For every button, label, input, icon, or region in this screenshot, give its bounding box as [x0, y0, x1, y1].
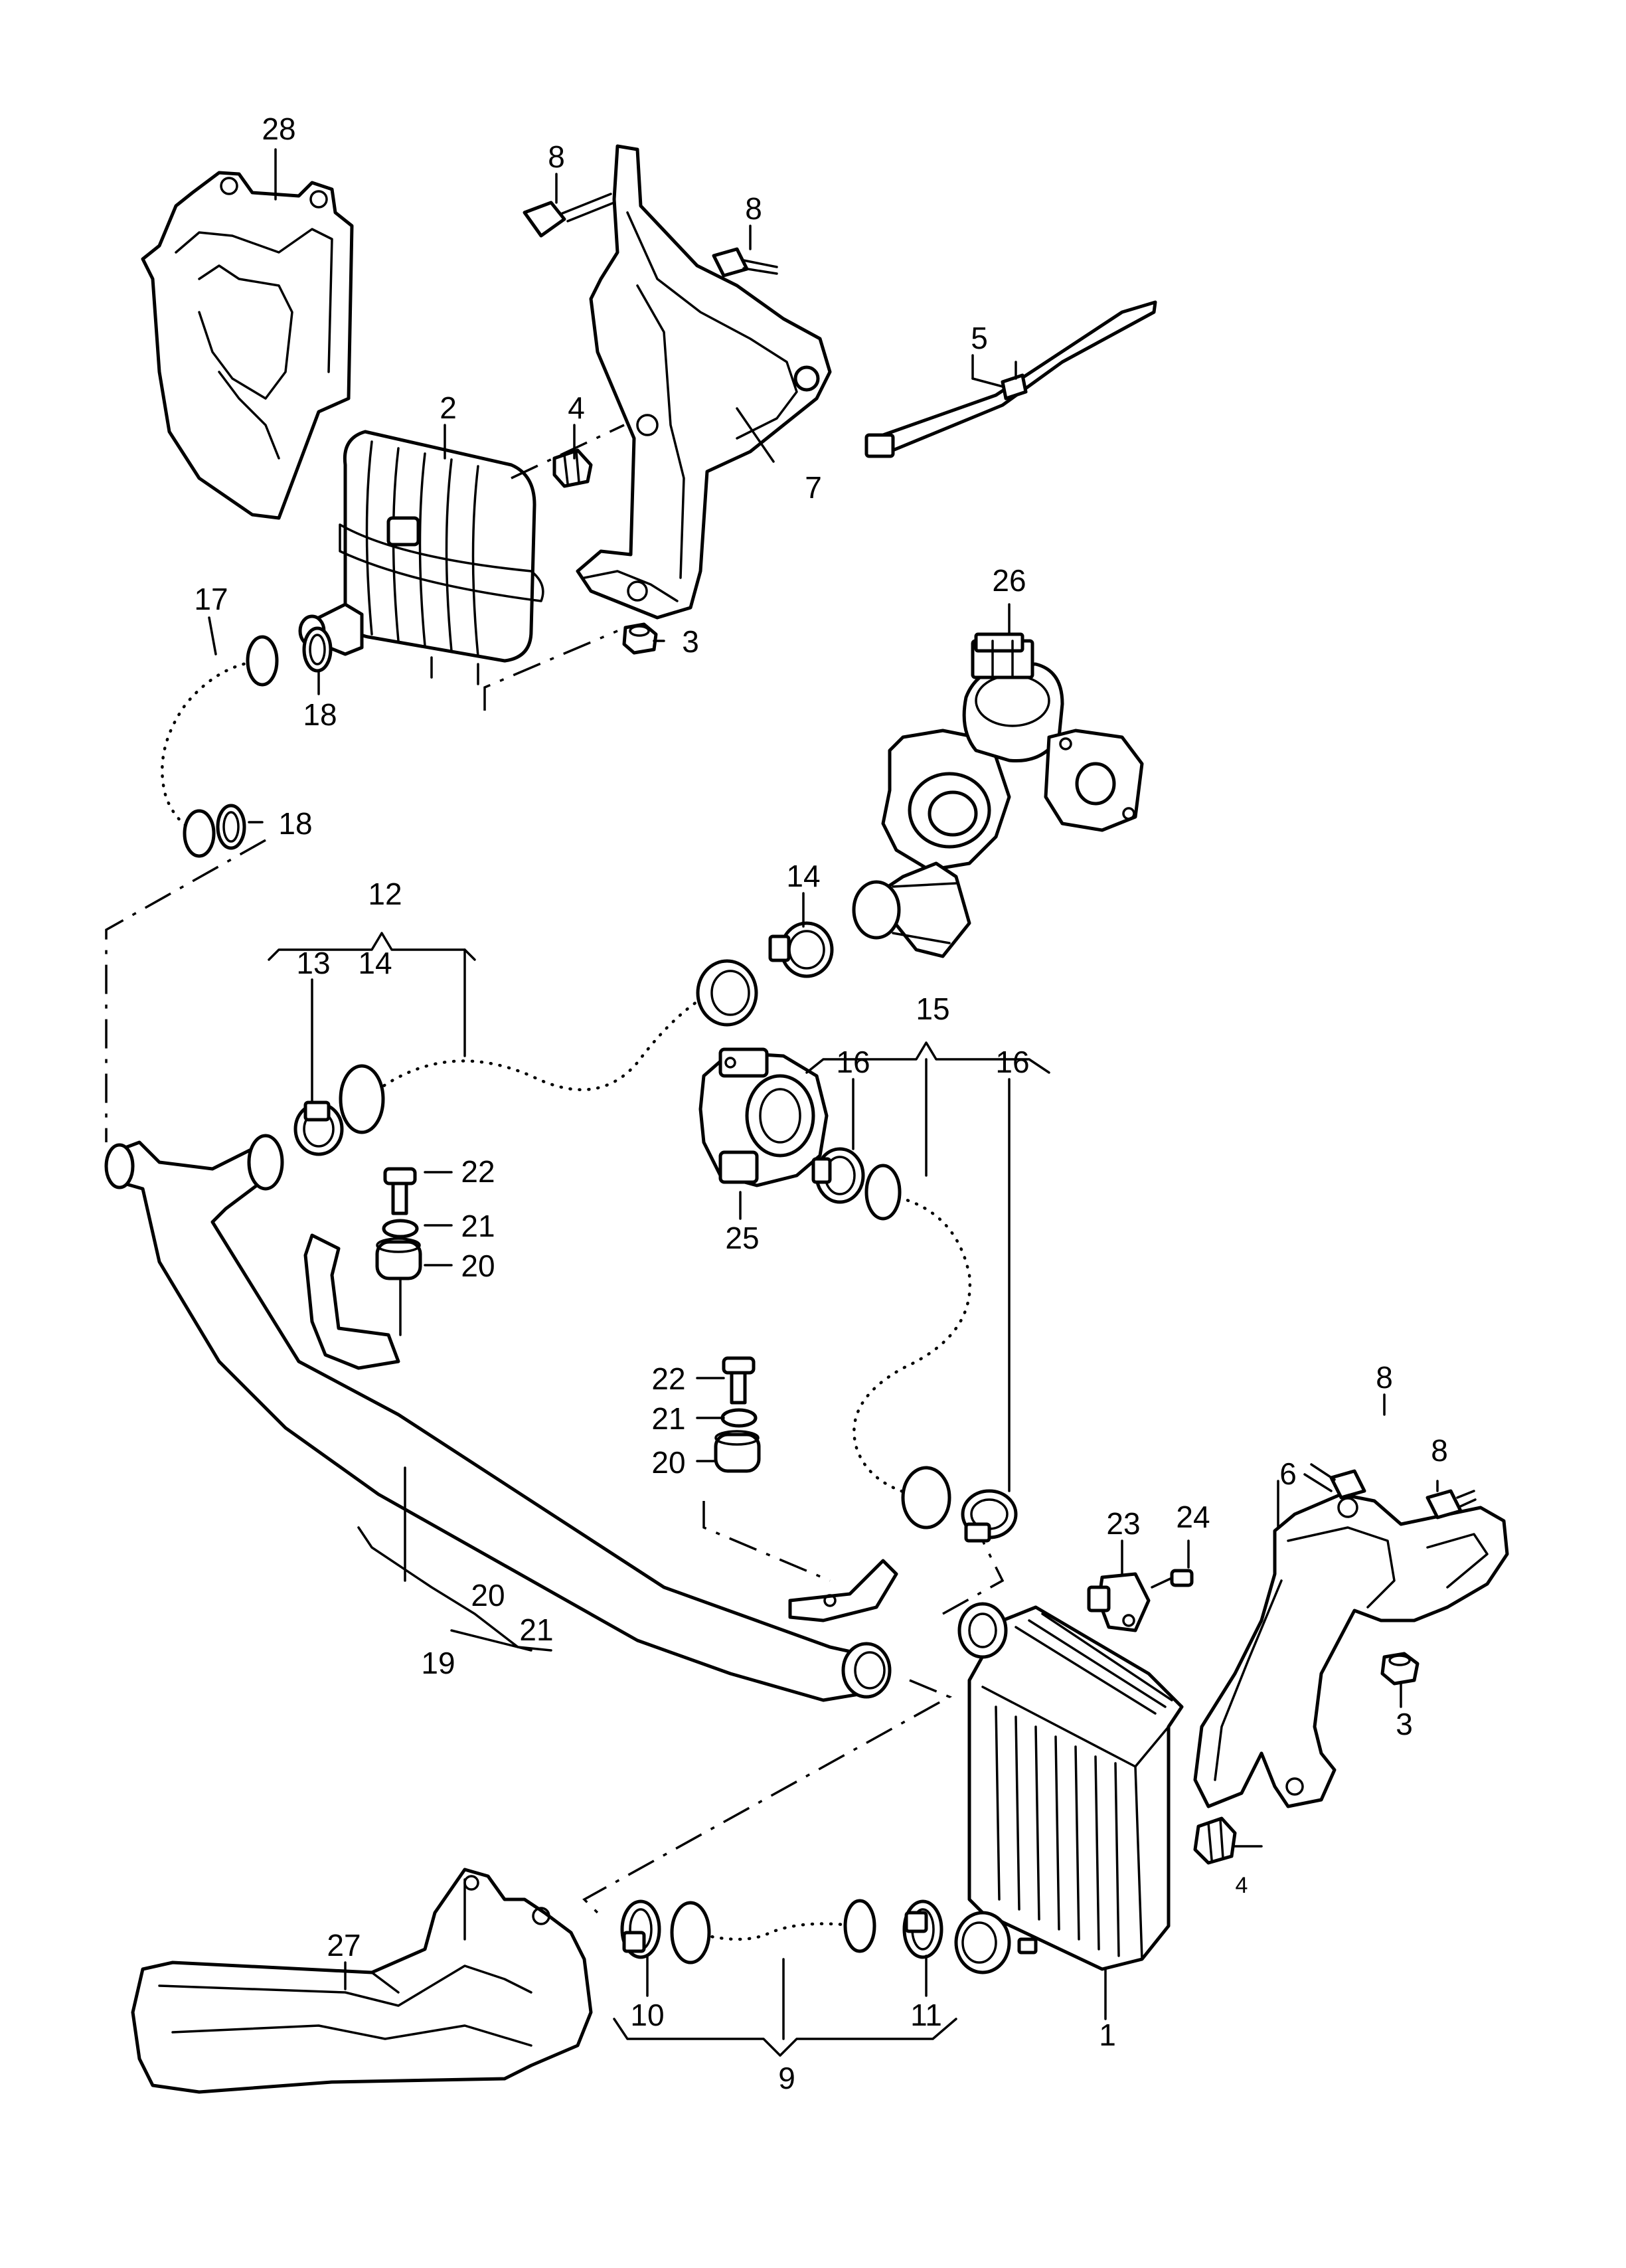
callout-28: 28	[262, 112, 295, 146]
callout-14-b: 14	[786, 859, 820, 893]
callout-17: 17	[194, 582, 228, 616]
washer-21-upper	[382, 1219, 419, 1239]
callout-22-a: 22	[461, 1154, 495, 1189]
cable-tie-5	[864, 300, 1157, 458]
assembly-lines	[105, 424, 1005, 1914]
hose-15	[827, 1164, 997, 1529]
clamp-16-upper	[811, 1147, 865, 1204]
leader-lines	[208, 148, 1439, 2057]
nut-3-lower	[1380, 1652, 1420, 1686]
intercooler-1	[954, 1602, 1184, 1974]
clamp-13	[293, 1100, 344, 1156]
clamp-16-lower	[961, 1489, 1018, 1543]
clamp-18-lower	[216, 804, 246, 850]
clamp-10	[620, 1899, 661, 1959]
bolt-8-upper-right	[712, 247, 778, 278]
callout-27: 27	[327, 1928, 361, 1963]
bolt-8-lower-left	[1303, 1463, 1366, 1500]
air-duct-27	[131, 1868, 593, 2094]
callout-4-b: 4	[1236, 1873, 1248, 1898]
callout-8-c: 8	[1376, 1360, 1393, 1395]
hose-9	[670, 1899, 880, 1964]
bolt-8-lower-right	[1425, 1489, 1477, 1520]
callout-23: 23	[1106, 1506, 1140, 1541]
callout-21-a: 21	[461, 1209, 495, 1243]
hose-12	[335, 959, 758, 1134]
bracket-6	[1193, 1492, 1509, 1808]
sensor-23	[1087, 1572, 1151, 1632]
grommet-20-upper	[375, 1237, 422, 1280]
callout-10: 10	[630, 1998, 664, 2032]
bolt-22-lower	[722, 1356, 756, 1405]
callout-7: 7	[805, 470, 822, 505]
hose-17	[139, 635, 285, 858]
bolt-8-upper-left	[523, 193, 615, 238]
callout-18-b: 18	[278, 806, 312, 841]
bolt-22-upper	[383, 1167, 417, 1215]
callout-9: 9	[778, 2061, 795, 2095]
grommet-4-lower	[1193, 1816, 1237, 1865]
callout-12: 12	[368, 877, 402, 911]
clamp-11	[902, 1899, 943, 1959]
callout-4-a: 4	[568, 391, 585, 425]
callout-6: 6	[1279, 1456, 1297, 1491]
callout-2: 2	[440, 391, 457, 425]
callout-1: 1	[1099, 2018, 1116, 2052]
nut-3-upper	[622, 622, 658, 655]
callouts: 28 8 8 5 2 4 7 3 17 18 18 26 12 13 14 14…	[194, 112, 1447, 2095]
pipe-19	[104, 1134, 898, 1702]
callout-14-a: 14	[358, 946, 392, 980]
bracket-7	[576, 144, 832, 620]
callout-20-b: 20	[651, 1445, 685, 1480]
throttle-body-25	[698, 1047, 829, 1187]
callout-16-a: 16	[836, 1045, 870, 1079]
callout-20-a: 20	[461, 1249, 495, 1283]
callout-3-a: 3	[682, 624, 699, 659]
callout-22-b: 22	[651, 1361, 685, 1396]
callout-11: 11	[910, 1998, 942, 2032]
callout-15: 15	[916, 992, 949, 1026]
heat-shield-28	[141, 171, 354, 520]
callout-21-b: 21	[651, 1401, 685, 1436]
grommet-20-lower	[714, 1430, 761, 1473]
callout-20-c: 20	[471, 1578, 505, 1613]
callout-16-b: 16	[995, 1045, 1029, 1079]
turbocharger	[852, 632, 1144, 958]
callout-25: 25	[725, 1221, 759, 1255]
callout-8-b: 8	[745, 191, 762, 226]
callout-3-b: 3	[1396, 1707, 1413, 1741]
callout-13: 13	[296, 946, 330, 980]
callout-21-c: 21	[519, 1613, 553, 1647]
callout-18-a: 18	[303, 697, 337, 732]
grommet-4-upper	[552, 448, 593, 488]
callout-24: 24	[1176, 1500, 1210, 1534]
callout-8-d: 8	[1431, 1433, 1448, 1468]
clamp-14-upper	[768, 921, 834, 978]
clamp-18-upper	[302, 626, 333, 673]
callout-5: 5	[971, 321, 988, 355]
callout-26: 26	[992, 563, 1026, 598]
washer-21-lower	[720, 1408, 758, 1428]
resonator-2	[298, 430, 544, 685]
callout-8-a: 8	[548, 139, 565, 174]
screw-24	[1151, 1569, 1194, 1589]
callout-19: 19	[421, 1646, 455, 1680]
